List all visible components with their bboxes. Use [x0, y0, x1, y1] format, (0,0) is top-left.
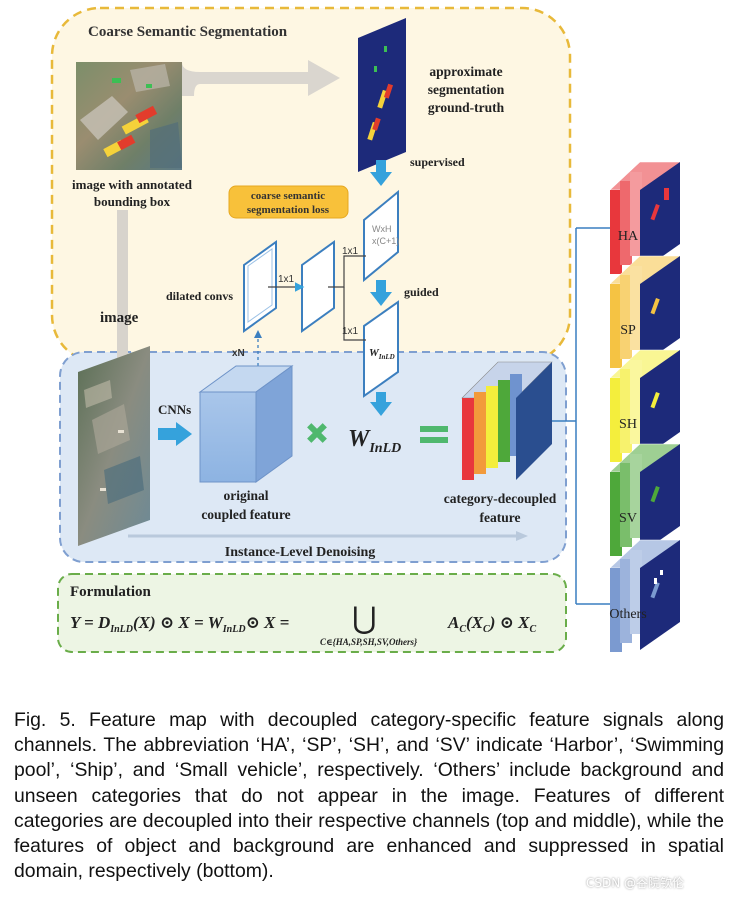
loss-label-2: segmentation loss [247, 204, 330, 216]
loss-label-1: coarse semantic [251, 190, 325, 202]
decoupled-feature-stack [461, 361, 553, 480]
original-label-1: original [223, 488, 268, 503]
original-label-2: coupled feature [201, 507, 290, 522]
cube-to-conv-arrowhead [254, 330, 262, 338]
guided-label: guided [404, 285, 439, 299]
cnns-arrow [158, 422, 192, 446]
denoising-panel-title: Instance-Level Denoising [225, 545, 376, 560]
coarse-panel-title: Coarse Semantic Segmentation [88, 24, 288, 40]
denoising-panel [59, 351, 567, 563]
conv-1x1-c: 1x1 [342, 326, 359, 337]
channel-label-sv: SV [619, 511, 637, 526]
w-inld-small: WInLD [369, 347, 395, 361]
union-symbol: ⋃ [352, 602, 377, 635]
formulation-equation-right: AC(XC) ⊙ XC [447, 613, 536, 635]
channel-label-sh: SH [619, 417, 637, 432]
conv-layer-1 [243, 240, 277, 333]
input-aerial-image [78, 346, 150, 546]
image-annotated-label-1: image with annotated [72, 177, 193, 192]
conv-1x1-a: 1x1 [278, 274, 295, 285]
dilated-convs-label: dilated convs [166, 289, 233, 303]
segmentation-loss-box [228, 185, 349, 219]
channel-map-sv: SV [609, 443, 681, 556]
channel-label-sp: SP [620, 323, 636, 338]
image-label: image [100, 310, 139, 326]
watermark: CSDN @谷院钦伦 [586, 876, 685, 890]
channel-map-sp: SP [609, 255, 681, 368]
segmentation-groundtruth-map [358, 18, 406, 172]
w-inld-down-arrow [370, 392, 392, 416]
union-subscript: C∈{HA,SP,SH,SV,Others} [320, 637, 418, 647]
figure-caption: Fig. 5. Feature map with decoupled categ… [14, 709, 724, 883]
channel-feature-maps: HA SP SH SV Others [609, 161, 681, 652]
conv-layer-4 [363, 300, 399, 398]
channel-map-others: Others [609, 539, 681, 652]
whc-label-1: WxH [372, 224, 392, 234]
decoupled-label-1: category-decoupled [444, 491, 557, 506]
conv-connector-3 [343, 287, 366, 341]
image-annotated-label-2: bounding box [94, 194, 171, 209]
gt-label-3: ground-truth [428, 100, 505, 115]
supervised-label: supervised [410, 155, 465, 169]
formulation-panel [57, 573, 567, 653]
equals-icon [420, 426, 448, 443]
channel-label-ha: HA [618, 229, 639, 244]
coupled-feature-cube [198, 365, 294, 483]
formulation-title: Formulation [70, 584, 151, 600]
conv-layer-3 [363, 189, 399, 283]
formulation-equation: Y = DInLD(X) ⊙ X = WInLD⊙ X = [70, 613, 289, 635]
cnns-label: CNNs [158, 402, 191, 417]
supervised-arrow [370, 160, 392, 186]
xn-label: xN [232, 348, 245, 359]
conv-layer-2 [301, 240, 335, 333]
multiply-icon [307, 423, 327, 443]
image-to-groundtruth-arrow [182, 60, 340, 96]
annotated-aerial-image [76, 62, 182, 170]
guided-arrow [370, 280, 392, 306]
gt-label-2: segmentation [428, 82, 505, 97]
channel-map-sh: SH [609, 349, 681, 462]
decoupled-label-2: feature [480, 510, 521, 525]
gt-label-1: approximate [429, 64, 502, 79]
image-flow-bar [117, 210, 128, 372]
denoising-flow-arrowhead [516, 531, 528, 541]
channel-label-others: Others [609, 607, 646, 622]
conv-1x1-b: 1x1 [342, 246, 359, 257]
w-inld-big: WInLD [348, 426, 401, 456]
channels-bracket [552, 227, 610, 605]
conv-connector-2 [328, 255, 366, 288]
whc-label-2: x(C+1) [372, 236, 399, 246]
channel-map-ha: HA [609, 161, 681, 274]
